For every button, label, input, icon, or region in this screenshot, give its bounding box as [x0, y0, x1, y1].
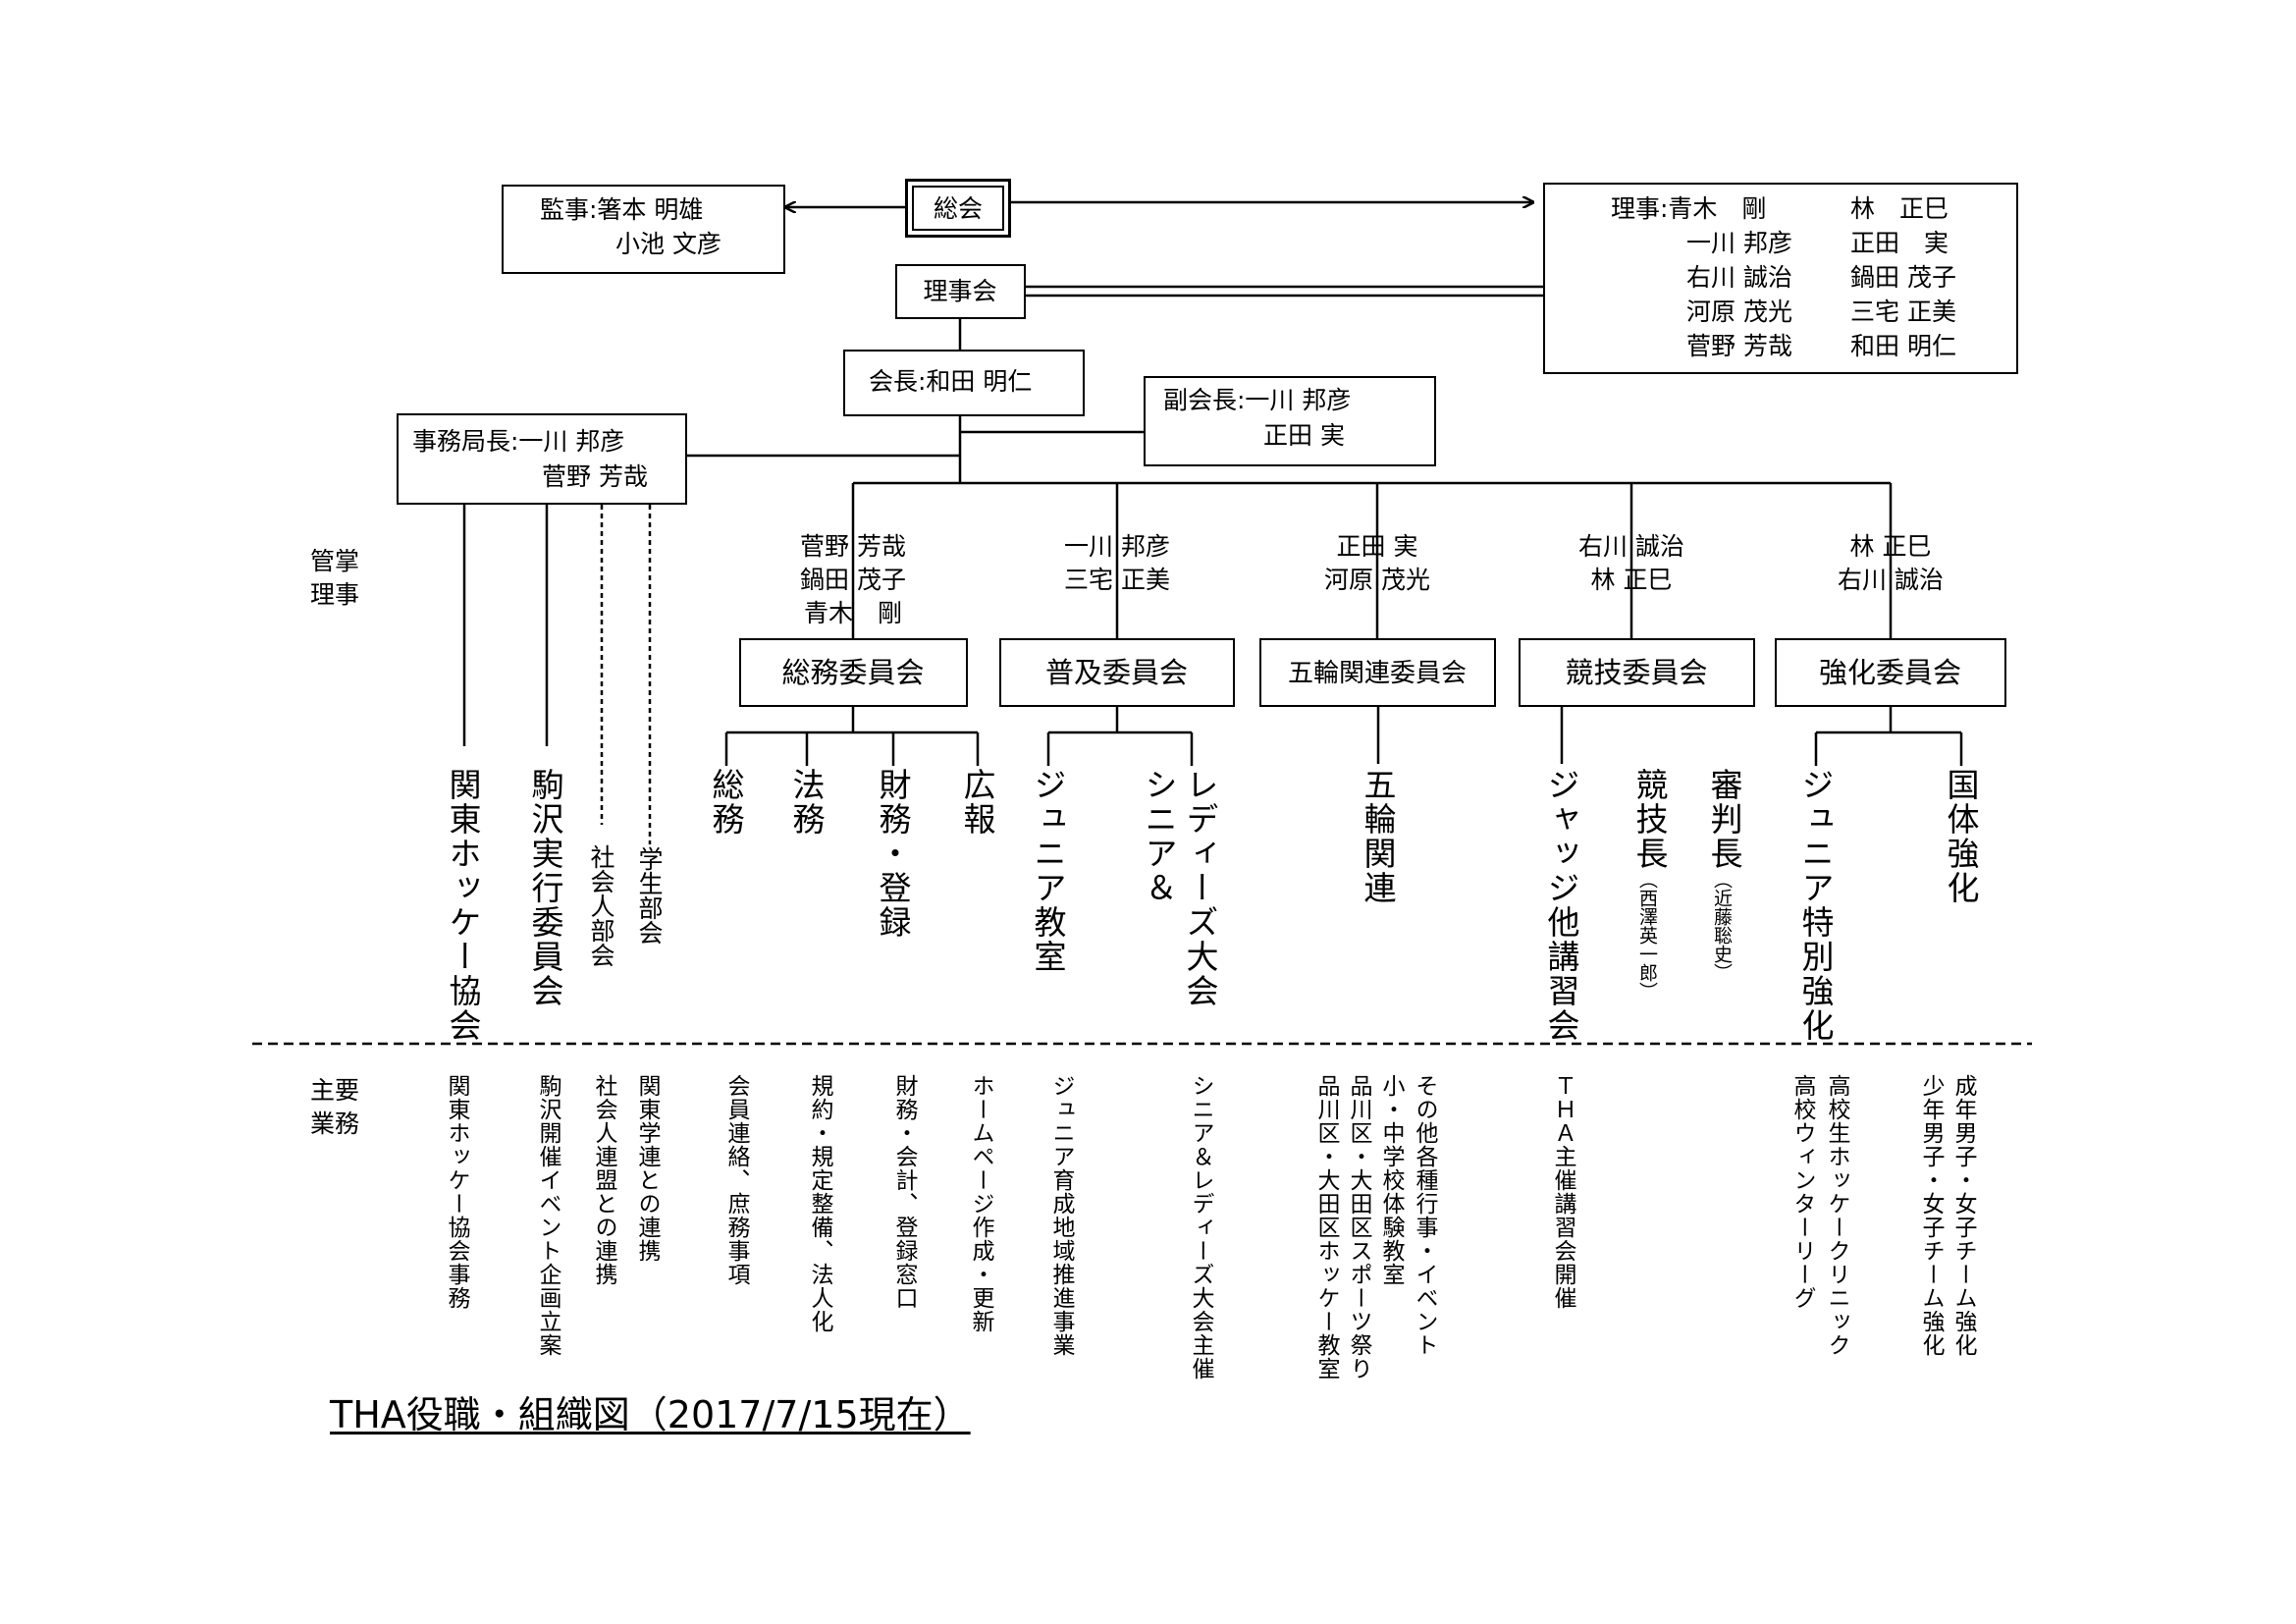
- duty-kyogi: ＴＨＡ主催講習会開催: [1550, 1074, 1575, 1310]
- unit-judge: ジャッジ他講習会: [1542, 768, 1580, 1043]
- committee-name: 普及委員会: [1044, 656, 1188, 689]
- duty-koho: ホームページ作成・更新: [968, 1074, 993, 1333]
- unit-kokutai: 国体強化: [1942, 768, 1980, 905]
- committee-name: 五輪関連委員会: [1287, 659, 1467, 688]
- unit-kyogicho: 競技長: [1630, 768, 1669, 871]
- director-4a: 河原 茂光: [1686, 298, 1792, 326]
- general-meeting-label: 総会: [933, 194, 983, 223]
- duty-kyoka-4: 少年男子・女子チーム強化: [1918, 1074, 1944, 1357]
- committee-box-kyogi: 競技委員会: [1519, 638, 1755, 707]
- president-box: 会長:和田 明仁: [843, 350, 1085, 416]
- unit-senior-b: レディーズ大会: [1181, 768, 1219, 1008]
- committee-director: 一川 邦彦: [1064, 532, 1170, 561]
- secretary-general-line-1: 事務局長:一川 邦彦: [412, 427, 625, 456]
- duty-shakaijin: 社会人連盟との連携: [591, 1074, 616, 1286]
- committee-director: 青木 剛: [803, 599, 902, 627]
- main-duties-label-1: 主要: [310, 1076, 360, 1105]
- unit-gorin: 五輪関連: [1359, 768, 1397, 905]
- committee-box-somu: 総務委員会: [739, 638, 968, 707]
- unit-junior-class: ジュニア教室: [1029, 768, 1067, 974]
- duty-komazawa: 駒沢開催イベント企画立案: [535, 1074, 561, 1357]
- vice-president-box: 副会長:一川 邦彦 正田 実: [1144, 376, 1436, 466]
- unit-junior-special: ジュニア特別強化: [1796, 768, 1835, 1043]
- auditors-line-2: 小池 文彦: [615, 230, 721, 258]
- duty-kyoka-1: 高校生ホッケークリニック: [1824, 1074, 1849, 1357]
- unit-kanto: 関東ホッケー協会: [444, 768, 482, 1043]
- board-box: 理事会: [895, 264, 1026, 319]
- unit-homu: 法務: [787, 768, 826, 837]
- duty-somu: 会員連絡、庶務事項: [723, 1074, 749, 1286]
- vice-president-line-2: 正田 実: [1263, 421, 1345, 450]
- committee-director: 三宅 正美: [1064, 566, 1170, 594]
- duty-homu: 規約・規定整備、法人化: [807, 1074, 832, 1333]
- director-1b: 林 正巳: [1850, 194, 1949, 223]
- director-2a: 一川 邦彦: [1686, 229, 1792, 257]
- committee-directors-1: 菅野 芳哉 鍋田 茂子 青木 剛: [755, 530, 951, 630]
- unit-somu: 総務: [707, 768, 745, 837]
- committee-directors-4: 右川 誠治 林 正巳: [1533, 530, 1730, 597]
- committee-director: 林 正巳: [1590, 566, 1673, 594]
- duty-junior: ジュニア育成地域推進事業: [1048, 1074, 1074, 1357]
- president-label: 会長:和田 明仁: [869, 367, 1033, 396]
- auditors-box: 監事:箸本 明雄 小池 文彦: [502, 185, 785, 274]
- duty-gorin-3: 品川区・大田区スポーツ祭り: [1346, 1074, 1371, 1380]
- committee-director: 林 正巳: [1849, 532, 1932, 561]
- duty-gorin-4: 品川区・大田区ホッケー教室: [1313, 1074, 1339, 1380]
- duty-kyoka-2: 高校ウィンターリーグ: [1789, 1074, 1815, 1310]
- committee-director: 河原 茂光: [1324, 566, 1430, 594]
- committee-name: 強化委員会: [1818, 656, 1961, 689]
- committee-director: 正田 実: [1336, 532, 1418, 561]
- committee-name: 総務委員会: [781, 656, 925, 689]
- unit-senior-a: シニア＆: [1140, 768, 1178, 905]
- director-5b: 和田 明仁: [1850, 332, 1956, 360]
- director-2b: 正田 実: [1850, 229, 1949, 257]
- unit-shakaijin: 社会人部会: [587, 844, 615, 967]
- auditors-line-1: 監事:箸本 明雄: [540, 195, 704, 224]
- unit-kyogicho-name: （西澤英一郎）: [1636, 870, 1658, 1001]
- duty-kyoka-3: 成年男子・女子チーム強化: [1950, 1074, 1976, 1357]
- committee-directors-3: 正田 実 河原 茂光: [1279, 530, 1475, 597]
- director-4b: 三宅 正美: [1850, 298, 1956, 326]
- committee-directors-5: 林 正巳 右川 誠治: [1792, 530, 1989, 597]
- duty-zaimu: 財務・会計、登録窓口: [891, 1074, 917, 1310]
- unit-shinpancho-name: （近藤聡史）: [1711, 870, 1733, 982]
- secretary-general-line-2: 菅野 芳哉: [542, 462, 648, 491]
- duty-gorin-2: 小・中学校体験教室: [1378, 1074, 1404, 1286]
- committee-box-kyoka: 強化委員会: [1775, 638, 2006, 707]
- director-3b: 鍋田 茂子: [1850, 263, 1956, 292]
- director-3a: 右川 誠治: [1686, 263, 1792, 292]
- directors-box: 理事:青木 剛 林 正巳 一川 邦彦 正田 実 右川 誠治 鍋田 茂子 河原 茂…: [1543, 183, 2018, 374]
- board-label: 理事会: [923, 277, 997, 305]
- unit-shinpancho: 審判長: [1705, 768, 1743, 871]
- unit-gakusei: 学生部会: [635, 846, 664, 945]
- committee-director: 右川 誠治: [1578, 532, 1684, 561]
- committee-name: 競技委員会: [1565, 656, 1708, 689]
- duty-gorin-1: その他各種行事・イベント: [1412, 1074, 1437, 1357]
- committee-box-fukyu: 普及委員会: [999, 638, 1235, 707]
- secretary-general-box: 事務局長:一川 邦彦 菅野 芳哉: [397, 413, 687, 505]
- managing-directors-label-1: 管掌: [310, 547, 360, 575]
- committee-directors-2: 一川 邦彦 三宅 正美: [1019, 530, 1215, 597]
- unit-koho: 広報: [958, 768, 996, 837]
- general-meeting-inner: 総会: [912, 186, 1004, 231]
- general-meeting-box: 総会: [905, 179, 1011, 238]
- committee-director: 菅野 芳哉: [800, 532, 906, 561]
- director-5a: 菅野 芳哉: [1686, 332, 1792, 360]
- duty-kanto: 関東ホッケー協会事務: [444, 1074, 469, 1310]
- duty-senior: シニア＆レディーズ大会主催: [1188, 1074, 1213, 1380]
- managing-directors-label-2: 理事: [310, 580, 360, 609]
- duty-gakusei: 関東学連との連携: [634, 1074, 660, 1263]
- diagram-caption: THA役職・組織図（2017/7/15現在）: [330, 1393, 971, 1436]
- committee-box-gorin: 五輪関連委員会: [1259, 638, 1496, 707]
- unit-zaimu: 財務・登録: [874, 768, 912, 940]
- director-1a: 理事:青木 剛: [1611, 194, 1767, 223]
- committee-director: 右川 誠治: [1838, 566, 1944, 594]
- vice-president-line-1: 副会長:一川 邦彦: [1163, 386, 1352, 414]
- committee-director: 鍋田 茂子: [800, 566, 906, 594]
- main-duties-label-2: 業務: [310, 1110, 360, 1138]
- unit-komazawa: 駒沢実行委員会: [526, 768, 564, 1008]
